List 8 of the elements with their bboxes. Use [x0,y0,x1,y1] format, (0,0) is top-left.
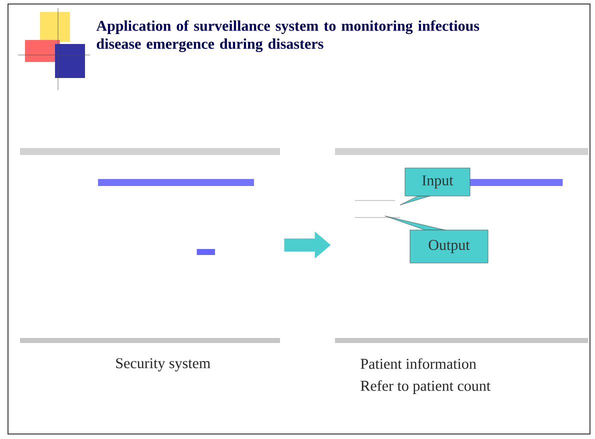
node-label: Patient information [360,358,476,369]
title: Application of surveillance system to monitoring infectious disease emergence during disasters [96,20,480,52]
node-label: Refer to patient count [360,380,490,394]
screenshot-drawing [20,145,280,345]
screenshot-drawing [335,145,588,345]
callout-box: Input [400,168,470,206]
node-label: Security system [116,358,210,372]
callout-box: Output [384,216,488,264]
